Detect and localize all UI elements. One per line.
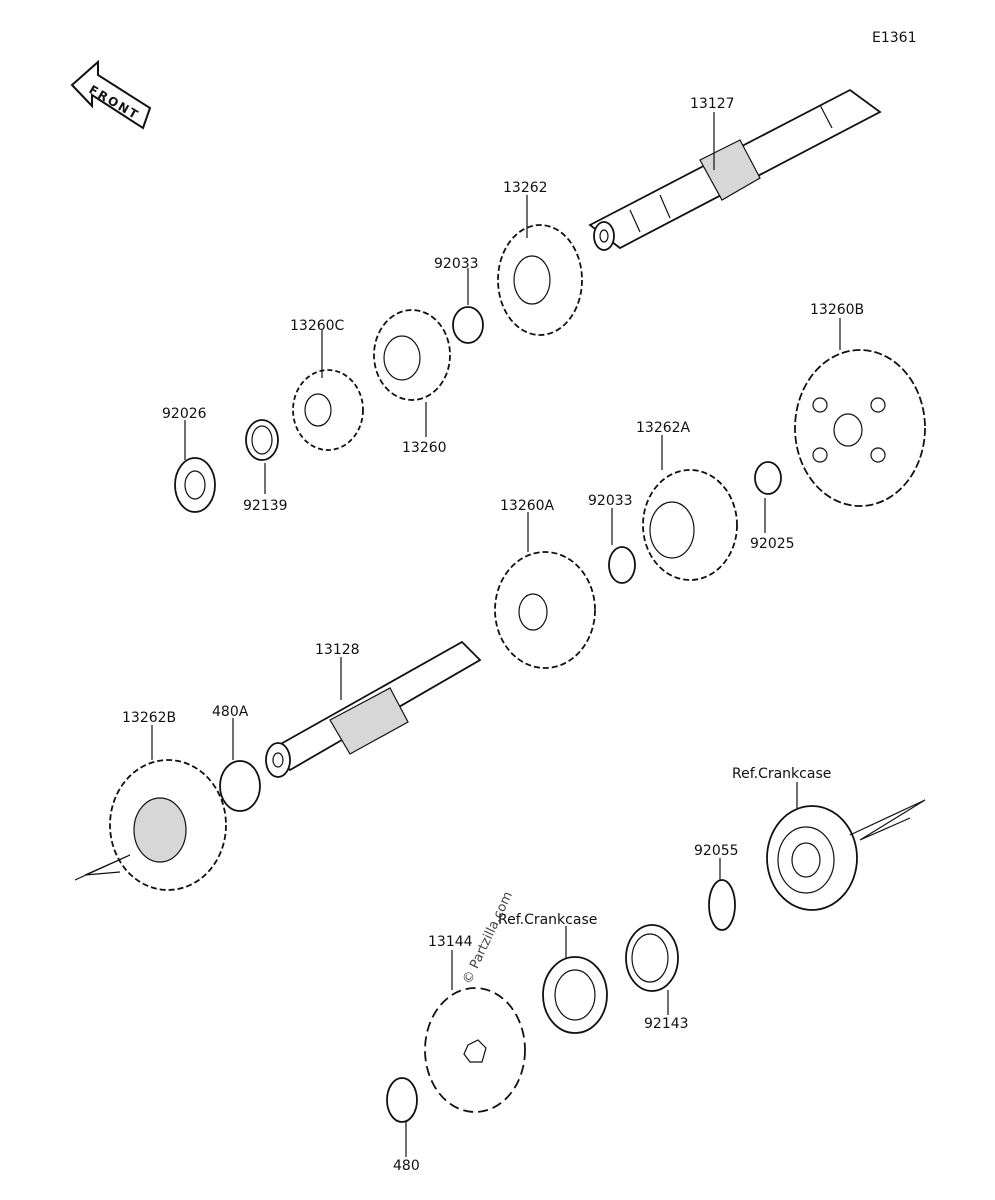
gear-13262A[interactable] [642,469,738,581]
label-13262A[interactable]: 13262A [636,420,691,436]
label-92025[interactable]: 92025 [750,536,795,552]
gear-13260C[interactable] [292,369,364,451]
circlip-480A[interactable] [219,760,261,812]
shaft-13127[interactable] [588,88,882,251]
label-92026[interactable]: 92026 [162,406,207,422]
label-13262B[interactable]: 13262B [122,710,176,726]
bush-92139[interactable] [245,419,279,461]
label-92139[interactable]: 92139 [243,498,288,514]
washer-92025[interactable] [754,461,782,495]
label-13260C[interactable]: 13260C [290,318,345,334]
label-13262[interactable]: 13262 [503,180,548,196]
label-92055[interactable]: 92055 [694,843,739,859]
label-ref-crankcase-right: Ref.Crankcase [732,766,831,782]
label-92033-lower[interactable]: 92033 [588,493,633,509]
circlip-92033-lower[interactable] [608,546,636,584]
label-13260B[interactable]: 13260B [810,302,864,318]
label-13144[interactable]: 13144 [428,934,473,950]
gear-13260[interactable] [373,309,451,401]
front-arrow-icon: FRONT [70,59,152,130]
seal-crankcase-left [542,956,608,1034]
sprocket-13144[interactable] [424,987,526,1113]
label-13260[interactable]: 13260 [402,440,447,456]
diagram-code: E1361 [872,30,916,46]
bearing-crankcase-right [766,799,926,911]
label-480A[interactable]: 480A [212,704,249,720]
part-labels: 13127 13262 92033 13260C 13260 92026 921… [122,96,864,1174]
washer-92026[interactable] [174,457,216,513]
label-13128[interactable]: 13128 [315,642,360,658]
leader-lines [151,112,841,1157]
label-480[interactable]: 480 [393,1158,420,1174]
oring-92055[interactable] [708,879,736,931]
label-92033-upper[interactable]: 92033 [434,256,479,272]
gear-13262B[interactable] [74,759,227,891]
gear-13260A[interactable] [494,551,596,669]
circlip-92033-upper[interactable] [452,306,484,344]
label-13127[interactable]: 13127 [690,96,735,112]
gear-13262[interactable] [497,224,583,336]
circlip-480[interactable] [386,1077,418,1123]
label-ref-crankcase-left: Ref.Crankcase [498,912,597,928]
gear-13260B[interactable] [794,349,926,507]
shaft-13128[interactable] [265,640,482,778]
bush-92143[interactable] [625,924,679,992]
label-13260A[interactable]: 13260A [500,498,555,514]
label-92143[interactable]: 92143 [644,1016,689,1032]
